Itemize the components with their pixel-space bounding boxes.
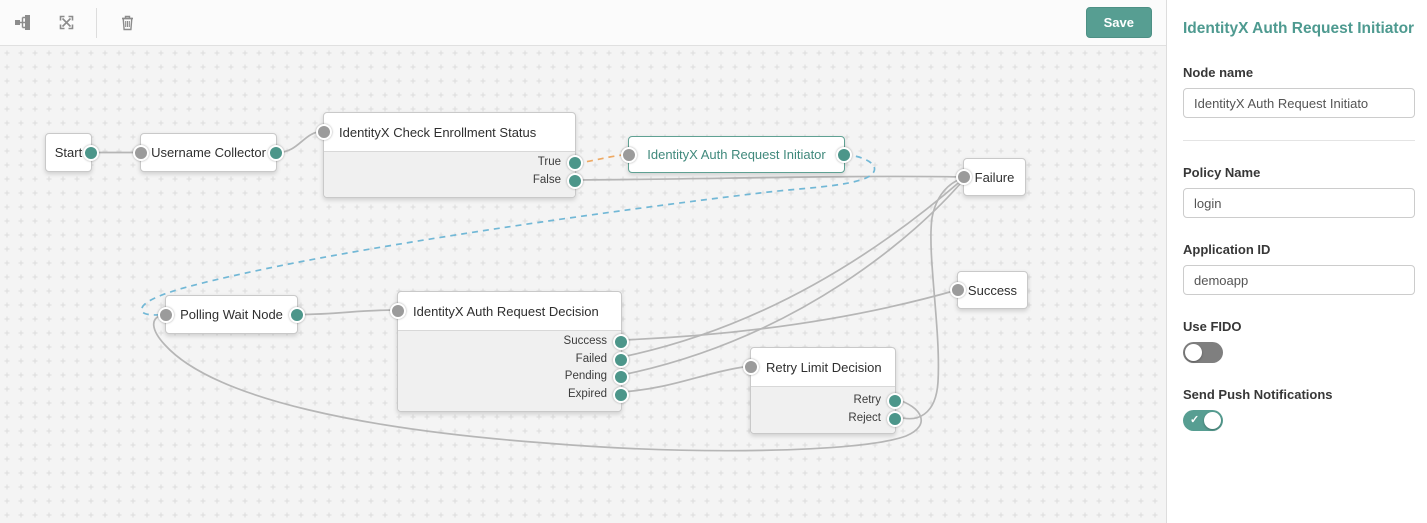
auto-layout-icon xyxy=(14,15,30,30)
output-port[interactable] xyxy=(83,144,99,161)
application-id-input[interactable] xyxy=(1183,265,1415,295)
wire-decision-expired-to-retrylimit[interactable] xyxy=(621,365,751,393)
tree-canvas[interactable]: Start Username Collector IdentityX Check… xyxy=(0,46,1166,523)
policy-name-input[interactable] xyxy=(1183,188,1415,218)
outcome-label: Pending xyxy=(564,370,607,382)
delete-icon xyxy=(121,15,133,31)
outcome-label: Success xyxy=(563,335,607,347)
outcome-label: Retry xyxy=(853,394,881,406)
outcome-port-expired[interactable] xyxy=(613,386,629,403)
fit-view-icon xyxy=(59,15,73,30)
outcome-label: Failed xyxy=(575,352,607,365)
outcome-label: False xyxy=(532,173,561,186)
output-port[interactable] xyxy=(836,146,852,163)
wire-pollingwait-to-decision[interactable] xyxy=(297,309,398,316)
node-retry-limit-decision[interactable]: Retry Limit Decision Retry Reject xyxy=(743,347,903,434)
outcome-label: True xyxy=(537,156,561,168)
node-success[interactable]: Success xyxy=(950,271,1028,309)
node-title: IdentityX Auth Request Initiator xyxy=(647,147,826,162)
outcome-failed: Failed xyxy=(398,351,629,369)
editor-workarea: Save xyxy=(0,0,1167,523)
outcome-pending: Pending xyxy=(398,368,629,386)
node-name-input[interactable] xyxy=(1183,88,1415,118)
node-check-enrollment-status[interactable]: IdentityX Check Enrollment Status True F… xyxy=(316,112,583,198)
input-port[interactable] xyxy=(158,306,174,323)
send-push-label: Send Push Notifications xyxy=(1183,387,1333,402)
outcome-list: True False xyxy=(324,151,583,197)
auto-layout-button[interactable] xyxy=(4,5,40,41)
outcome-true: True xyxy=(324,154,583,172)
outcome-reject: Reject xyxy=(751,410,903,428)
node-failure[interactable]: Failure xyxy=(956,158,1026,196)
wire-retry-to-pollingwait[interactable] xyxy=(152,313,922,452)
outcome-false: False xyxy=(324,172,583,190)
outcome-port-success[interactable] xyxy=(613,334,629,350)
node-title: Polling Wait Node xyxy=(180,307,283,322)
wire-false-to-failure[interactable] xyxy=(575,175,964,181)
outcome-port-failed[interactable] xyxy=(613,351,629,368)
save-button[interactable]: Save xyxy=(1085,7,1152,38)
outcome-port-pending[interactable] xyxy=(613,369,629,385)
wire-decision-pending-to-failure[interactable] xyxy=(621,179,964,376)
outcome-port-false[interactable] xyxy=(567,172,583,189)
panel-divider xyxy=(1183,140,1415,141)
wire-reject-to-failure[interactable] xyxy=(895,177,964,420)
node-title: Retry Limit Decision xyxy=(766,359,882,375)
outcome-list: Retry Reject xyxy=(751,386,903,433)
wire-initiator-to-pollingwait-dashed[interactable] xyxy=(140,153,876,316)
node-auth-request-decision[interactable]: IdentityX Auth Request Decision Success … xyxy=(390,291,629,412)
input-port[interactable] xyxy=(950,282,966,298)
node-title: IdentityX Check Enrollment Status xyxy=(339,124,537,140)
use-fido-label: Use FIDO xyxy=(1183,319,1242,334)
outcome-success: Success xyxy=(398,333,629,351)
output-port[interactable] xyxy=(289,306,305,323)
policy-name-label: Policy Name xyxy=(1183,165,1261,180)
node-start[interactable]: Start xyxy=(45,133,99,172)
node-name-label: Node name xyxy=(1183,65,1254,80)
input-port[interactable] xyxy=(743,359,759,375)
input-port[interactable] xyxy=(956,169,972,185)
outcome-label: Expired xyxy=(568,387,607,400)
node-polling-wait[interactable]: Polling Wait Node xyxy=(158,295,305,334)
editor-toolbar: Save xyxy=(0,0,1166,46)
node-title: Failure xyxy=(974,169,1015,185)
wire-decision-success-to-success[interactable] xyxy=(621,289,958,341)
node-title: Username Collector xyxy=(151,145,266,160)
toolbar-divider xyxy=(96,7,97,38)
toggle-knob xyxy=(1204,412,1221,429)
node-title: IdentityX Auth Request Decision xyxy=(413,303,599,319)
node-title: Start xyxy=(54,145,83,160)
node-username-collector[interactable]: Username Collector xyxy=(133,133,284,172)
check-icon: ✓ xyxy=(1190,414,1200,426)
outcome-label: Reject xyxy=(848,411,881,424)
node-auth-request-initiator[interactable]: IdentityX Auth Request Initiator xyxy=(621,136,852,173)
send-push-toggle[interactable]: ✓ xyxy=(1183,410,1223,431)
outcome-retry: Retry xyxy=(751,392,903,410)
node-properties-panel: IdentityX Auth Request Initiator Node na… xyxy=(1167,0,1427,523)
use-fido-toggle[interactable]: ✓ xyxy=(1183,342,1223,363)
toggle-knob xyxy=(1185,344,1202,361)
input-port[interactable] xyxy=(316,124,332,140)
delete-node-button[interactable] xyxy=(109,5,145,41)
panel-title: IdentityX Auth Request Initiator xyxy=(1183,20,1415,37)
outcome-expired: Expired xyxy=(398,386,629,404)
input-port[interactable] xyxy=(390,303,406,319)
output-port[interactable] xyxy=(268,144,284,161)
fit-view-button[interactable] xyxy=(48,5,84,41)
application-id-label: Application ID xyxy=(1183,242,1271,257)
outcome-port-retry[interactable] xyxy=(887,393,903,409)
node-title: Success xyxy=(967,282,1018,298)
outcome-port-true[interactable] xyxy=(567,155,583,171)
outcome-list: Success Failed Pending Expired xyxy=(398,330,629,411)
input-port[interactable] xyxy=(133,144,149,161)
outcome-port-reject[interactable] xyxy=(887,410,903,427)
input-port[interactable] xyxy=(621,146,637,163)
